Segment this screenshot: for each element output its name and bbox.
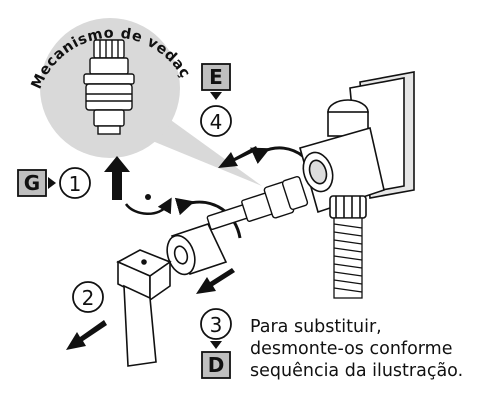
- label-box-e: [201, 63, 231, 91]
- cartridge-icon: [206, 176, 309, 231]
- step-number-circle: [59, 167, 91, 199]
- down-arrow-icon: [210, 341, 222, 349]
- rotate-arrow-icon: [174, 197, 242, 239]
- label-g: G: [24, 171, 40, 195]
- up-arrow-icon: [104, 156, 130, 200]
- down-arrow-icon: [210, 92, 222, 100]
- step-number-circle: [72, 281, 104, 313]
- step-4-marker: E 4: [200, 63, 232, 137]
- right-arrow-icon: [48, 177, 56, 189]
- step-number: 1: [69, 172, 82, 196]
- flexible-hose-icon: [333, 217, 363, 299]
- step-number-circle: [200, 105, 232, 137]
- label-box-g: [17, 169, 47, 197]
- handle-icon: [116, 249, 172, 367]
- down-left-arrow-icon: [66, 320, 107, 350]
- label-e: E: [209, 65, 223, 89]
- valve-body-icon: [299, 71, 415, 219]
- pivot-dot: [145, 194, 151, 200]
- cartridge-closeup-icon: [83, 39, 135, 135]
- label-box-d: [201, 351, 231, 379]
- instruction-line: desmonte-os conforme: [250, 339, 453, 359]
- cap-icon: [166, 223, 228, 276]
- label-d: D: [208, 353, 225, 377]
- instruction-line: sequência da ilustração.: [250, 361, 464, 381]
- instruction-text: Para substituir, desmonte-os conforme se…: [250, 316, 478, 382]
- step-1-marker: G 1: [17, 156, 130, 200]
- step-number-circle: [200, 308, 232, 340]
- instruction-line: Para substituir,: [250, 317, 382, 337]
- callout-pointer: [150, 118, 262, 186]
- down-left-arrow-icon: [196, 268, 235, 294]
- step-3-marker: 3 D: [196, 268, 235, 379]
- sealing-mechanism-callout: Mecanismo de vedação: [0, 0, 262, 186]
- step-2-marker: 2: [66, 281, 107, 350]
- rotate-arrow-icon: [124, 197, 172, 215]
- step-number: 2: [82, 286, 95, 310]
- down-left-arrow-icon: [218, 146, 258, 168]
- step-number: 4: [210, 110, 223, 134]
- step-number: 3: [210, 313, 223, 337]
